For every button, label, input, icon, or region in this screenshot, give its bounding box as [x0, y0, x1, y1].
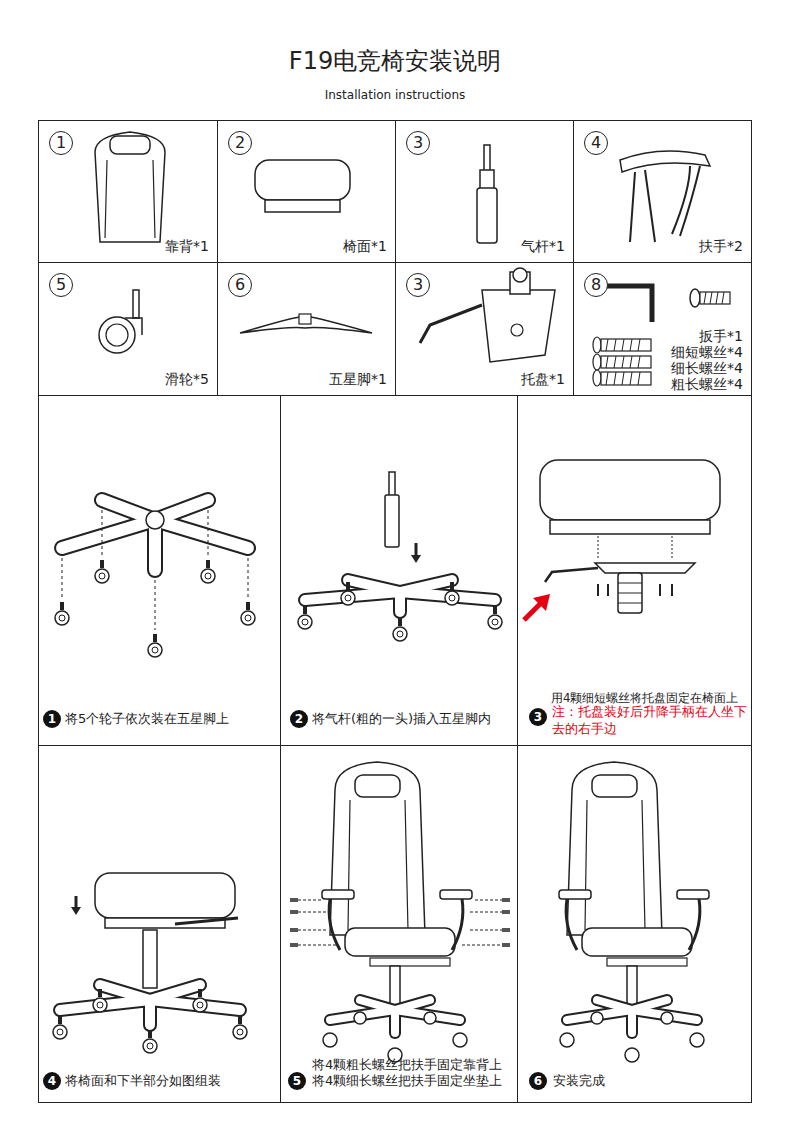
part-name: 粗长螺丝*4: [671, 376, 743, 392]
callout-number: 8: [584, 273, 608, 297]
callout-number: 2: [228, 131, 252, 155]
warning-note: 注：托盘装好后升降手柄在人坐下去的右手边: [552, 703, 747, 737]
part-name: 扶手*2: [699, 238, 743, 254]
part-name: 气杆*1: [521, 238, 565, 254]
step-number: 1: [43, 710, 61, 728]
panel-box: 3 气杆*1: [395, 120, 574, 263]
panel-box: 用4颗细短螺丝将托盘固定在椅面上3 注：托盘装好后升降手柄在人坐下去的右手边: [517, 395, 752, 746]
panel-box: 1将5个轮子依次装在五星脚上: [38, 395, 281, 746]
part-name: 滑轮*5: [165, 371, 209, 387]
part-name: 椅面*1: [343, 238, 387, 254]
panel-box: 5 滑轮*5: [38, 262, 218, 396]
panel-box: 2 椅面*1: [217, 120, 396, 263]
step-text: 将4颗细长螺丝把扶手固定坐垫上: [312, 1073, 502, 1089]
step-text: 用4颗细短螺丝将托盘固定在椅面上: [551, 690, 738, 706]
panel-box: 4将椅面和下半部分如图组装: [38, 745, 281, 1103]
part-name: 五星脚*1: [329, 371, 387, 387]
panel-box: 1 靠背*1: [38, 120, 218, 263]
step-text: 安装完成: [553, 1073, 605, 1089]
step-text: 将椅面和下半部分如图组装: [65, 1073, 221, 1089]
page-title: F19电竞椅安装说明: [0, 46, 790, 76]
callout-number: 3: [406, 131, 430, 155]
step-number: 2: [290, 710, 308, 728]
panel-box: 5 将4颗粗长螺丝把扶手固定靠背上将4颗细长螺丝把扶手固定坐垫上: [280, 745, 518, 1103]
panel-box: 3 托盘*1: [395, 262, 574, 396]
step-text: 将5个轮子依次装在五星脚上: [65, 711, 229, 727]
part-name: 扳手*1: [699, 328, 743, 344]
step-number: 6: [529, 1072, 547, 1090]
panel-box: 6 五星脚*1: [217, 262, 396, 396]
step-text: 将4颗粗长螺丝把扶手固定靠背上: [312, 1057, 502, 1073]
panel-box: 8 扳手*1细短螺丝*4细长螺丝*4粗长螺丝*4: [573, 262, 752, 396]
panel-box: 2将气杆(粗的一头)插入五星脚内: [280, 395, 518, 746]
callout-number: 6: [228, 273, 252, 297]
part-name: 托盘*1: [521, 371, 565, 387]
step-number: 3: [529, 708, 547, 726]
step-number: 4: [43, 1072, 61, 1090]
panel-box: 6 安装完成: [517, 745, 752, 1103]
callout-number: 5: [49, 273, 73, 297]
part-name: 细长螺丝*4: [671, 360, 743, 376]
subtitle: Installation instructions: [0, 88, 790, 102]
callout-number: 4: [584, 131, 608, 155]
part-name: 靠背*1: [165, 238, 209, 254]
step-text: 将气杆(粗的一头)插入五星脚内: [312, 711, 491, 727]
part-name: 细短螺丝*4: [671, 344, 743, 360]
step-number: 5: [288, 1072, 306, 1090]
callout-number: 3: [406, 273, 430, 297]
callout-number: 1: [49, 131, 73, 155]
panel-box: 4 扶手*2: [573, 120, 752, 263]
